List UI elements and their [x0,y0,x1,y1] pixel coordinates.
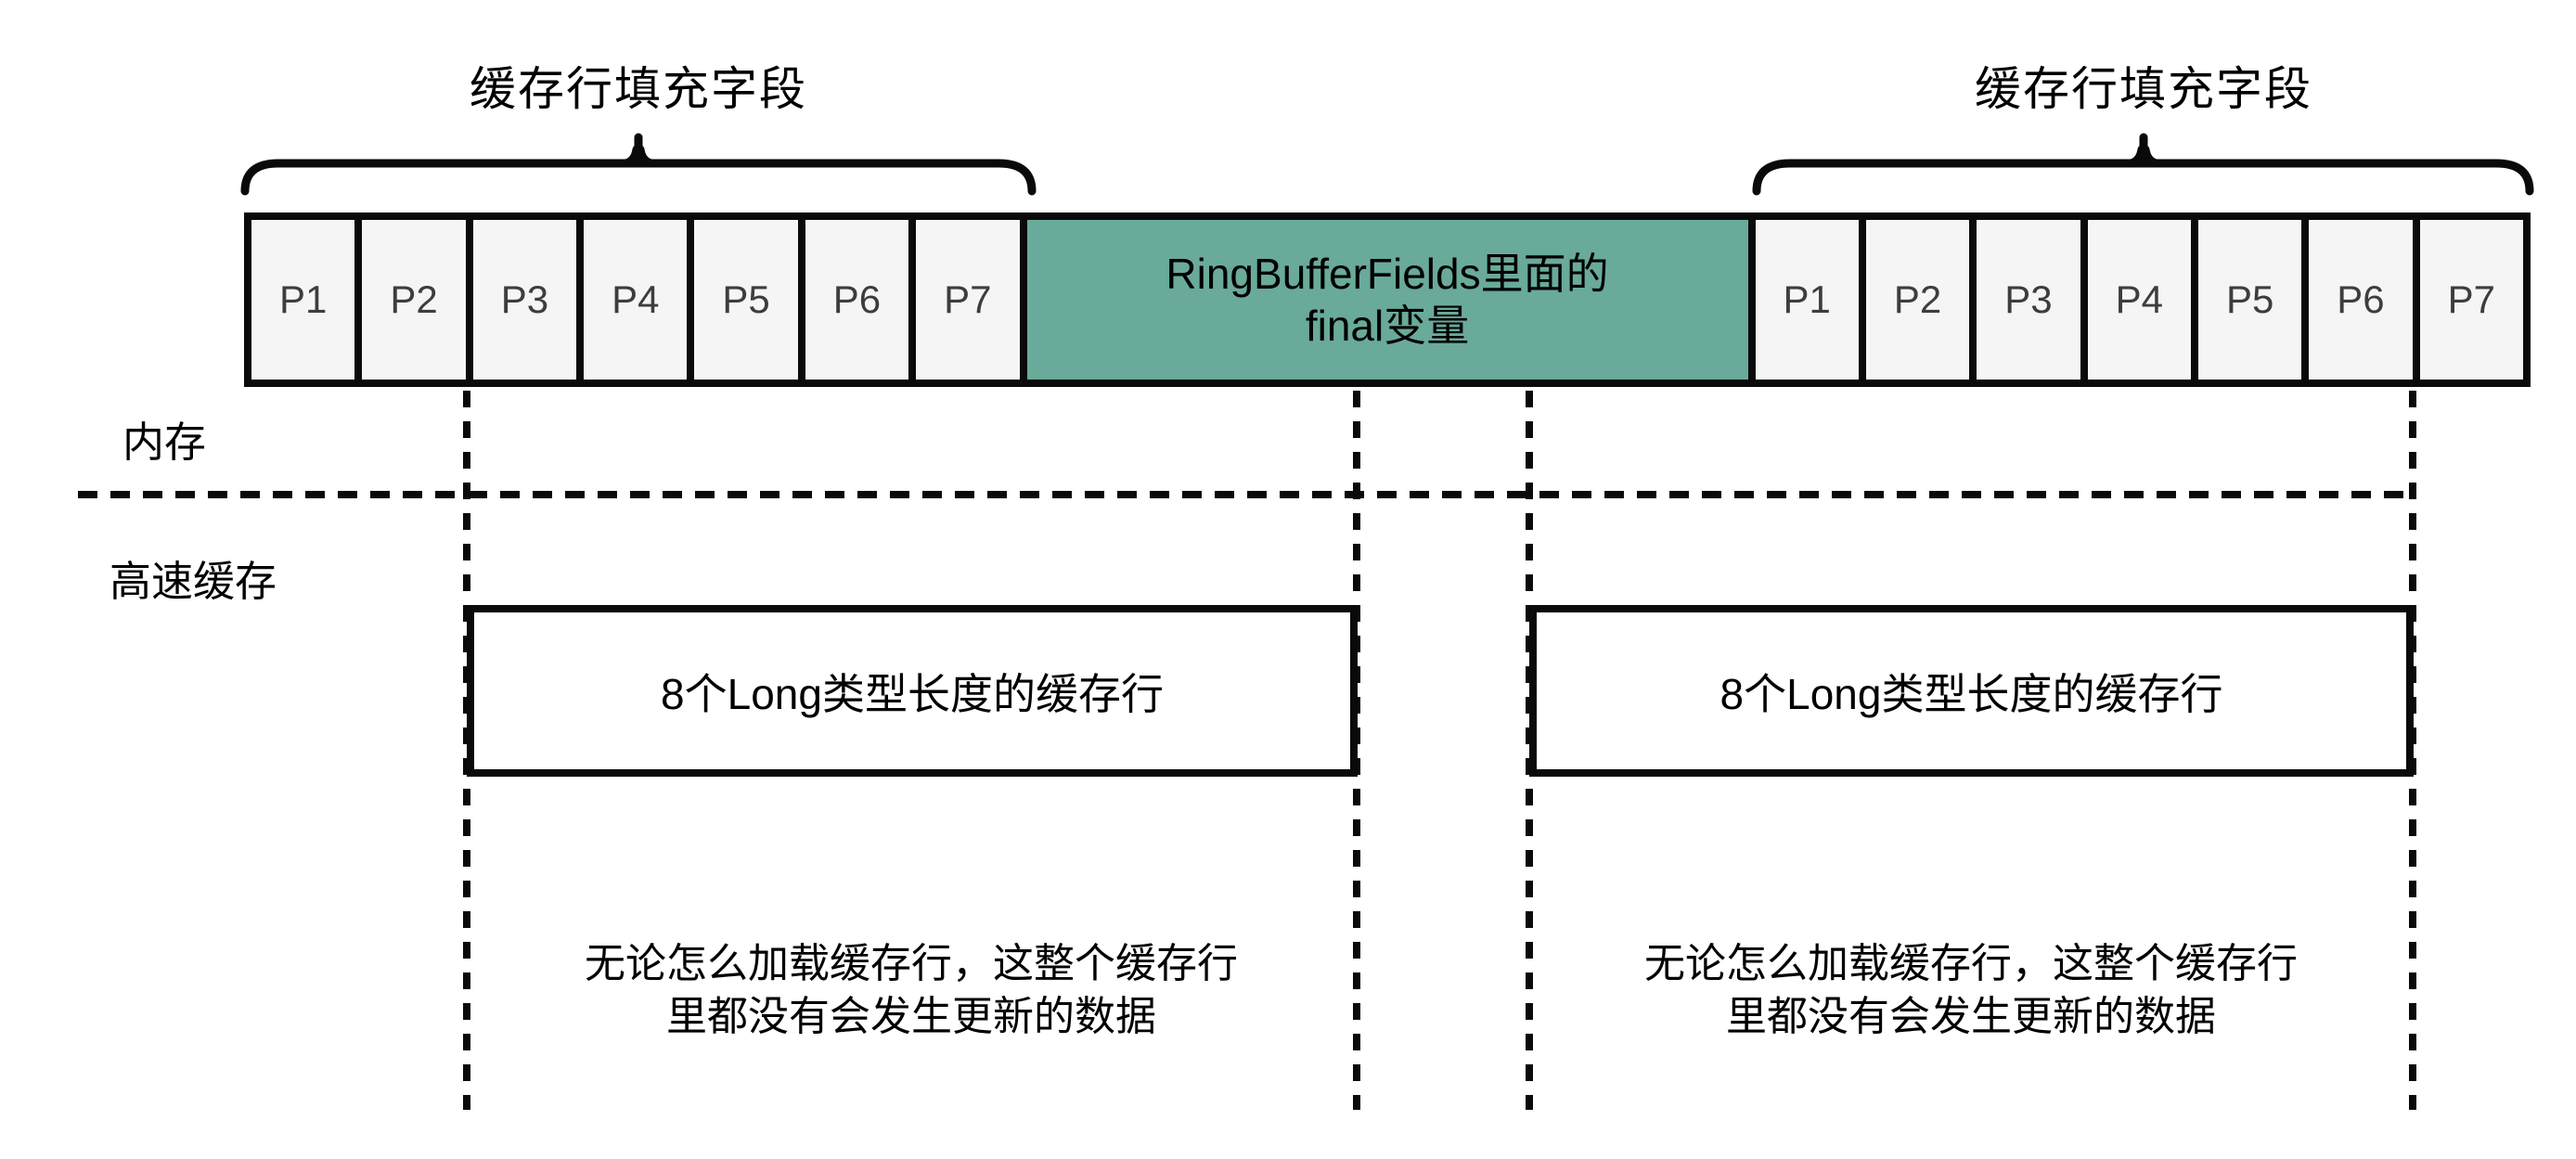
right-padding-brace-label: 缓存行填充字段 [1975,63,2312,115]
right-padding-cell-p5: P5 [2197,220,2310,380]
left-padding-cell-p6: P6 [805,220,917,380]
memory-section-label: 内存 [122,419,207,466]
left-cacheline-note-line2: 里都没有会发生更新的数据 [666,994,1156,1039]
right-padding-cell-p2: P2 [1865,220,1977,380]
right-cacheline-box-label: 8个Long类型长度的缓存行 [1719,669,2223,718]
right-cacheline-box: 8个Long类型长度的缓存行 [1529,605,2414,777]
right-cacheline-note: 无论怎么加载缓存行，这整个缓存行 里都没有会发生更新的数据 [1507,937,2435,1043]
right-brace [1752,133,2534,196]
ringbuffer-final-fields-block: RingBufferFields里面的 final变量 [1026,220,1756,380]
left-padding-cell-p7: P7 [916,220,1027,380]
left-brace [240,133,1037,196]
right-padding-cell-p6: P6 [2309,220,2420,380]
left-cacheline-box: 8个Long类型长度的缓存行 [467,605,1358,777]
cache-section-label: 高速缓存 [109,558,277,605]
ringbuffer-final-fields-label-line1: RingBufferFields里面的 [1166,250,1609,298]
left-padding-cell-p2: P2 [362,220,473,380]
right-padding-cell-p1: P1 [1755,220,1866,380]
right-padding-cell-p3: P3 [1977,220,2088,380]
left-cacheline-box-label: 8个Long类型长度的缓存行 [661,669,1164,718]
left-padding-cell-p1: P1 [251,220,363,380]
left-padding-cell-p5: P5 [694,220,805,380]
left-cacheline-note: 无论怎么加载缓存行，这整个缓存行 里都没有会发生更新的数据 [447,937,1375,1043]
right-padding-cell-p4: P4 [2087,220,2198,380]
left-padding-cell-p3: P3 [472,220,585,380]
left-cacheline-note-line1: 无论怎么加载缓存行，这整个缓存行 [585,941,1238,986]
left-padding-brace-label: 缓存行填充字段 [470,63,807,115]
ringbuffer-final-fields-label-line2: final变量 [1305,302,1470,350]
right-cacheline-note-line1: 无论怎么加载缓存行，这整个缓存行 [1644,941,2298,986]
right-padding-cell-p7: P7 [2419,220,2524,380]
right-cacheline-note-line2: 里都没有会发生更新的数据 [1726,994,2216,1039]
left-padding-cell-p4: P4 [584,220,695,380]
